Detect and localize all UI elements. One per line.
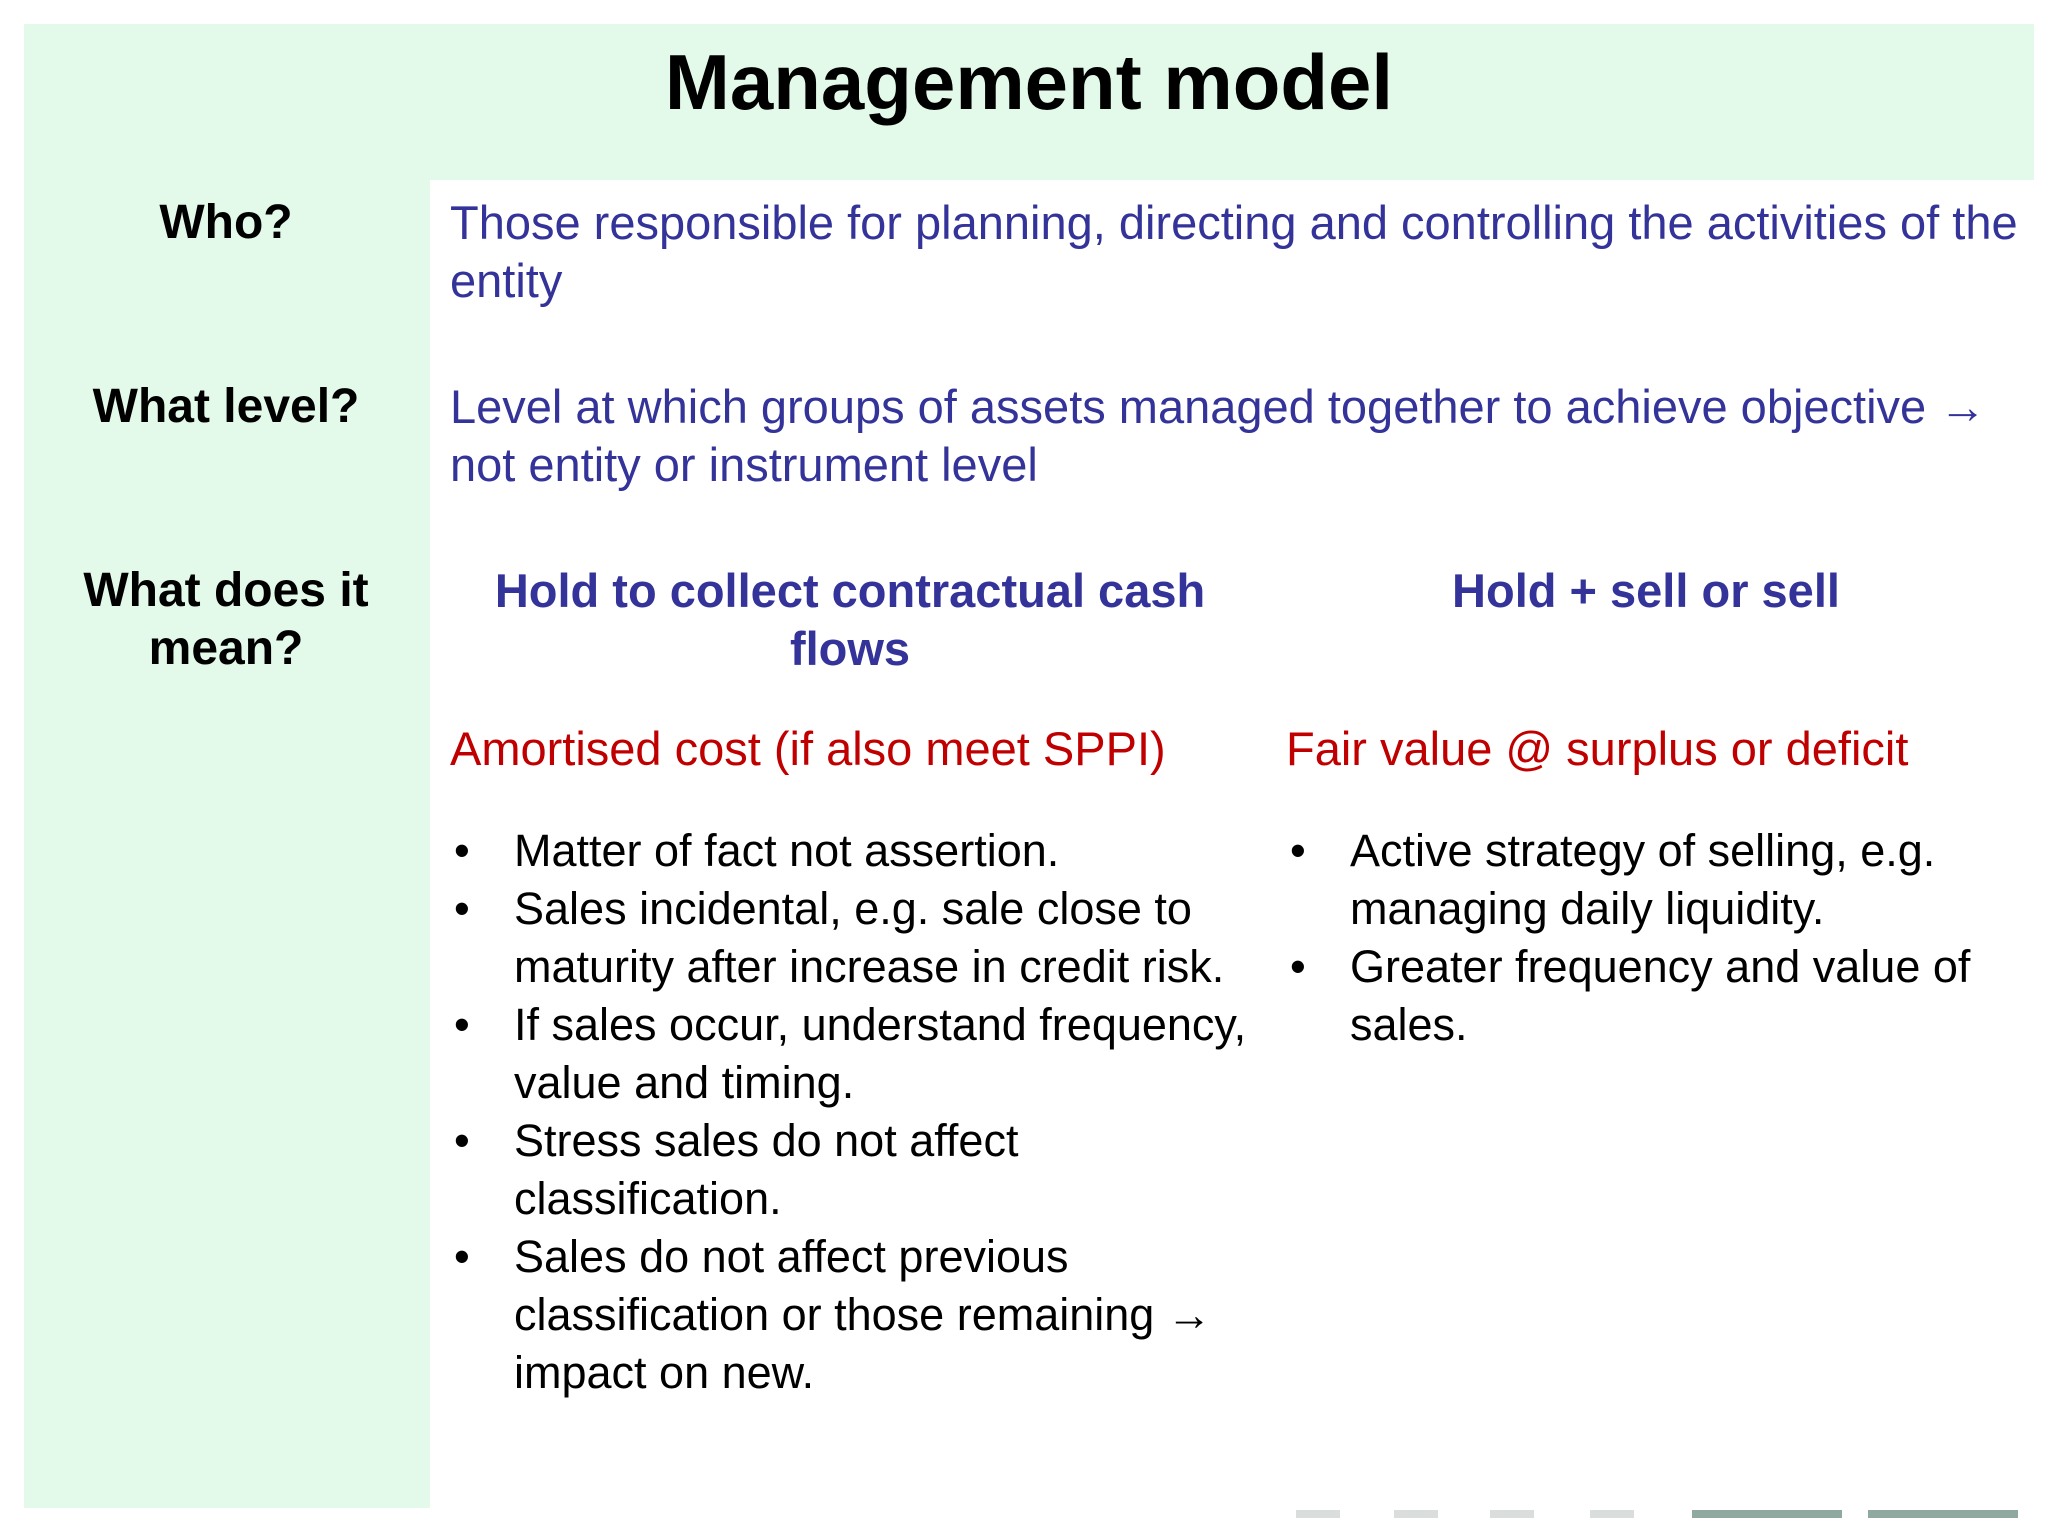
row-label-meaning: What does it mean? (83, 564, 369, 675)
progress-segment (1590, 1510, 1634, 1518)
bullet-list-hold-and-sell: • Active strategy of selling, e.g. managi… (1286, 822, 2026, 1054)
bullet-marker: • (454, 1231, 470, 1282)
bullet-marker: • (454, 999, 470, 1050)
bullet-text: Greater frequency and value of sales. (1350, 941, 1971, 1050)
progress-segment (1490, 1510, 1534, 1518)
progress-segment (1296, 1510, 1340, 1518)
row-text-who: Those responsible for planning, directin… (450, 196, 2018, 307)
label-column-band (24, 180, 430, 1508)
row-label-who: Who? (159, 196, 293, 249)
title-band (24, 24, 2034, 180)
column-measurement-amortised-cost: Amortised cost (if also meet SPPI) (450, 722, 1166, 775)
row-text-level: Level at which groups of assets managed … (450, 380, 1987, 491)
column-heading-hold-and-sell: Hold + sell or sell (1452, 564, 1840, 617)
bullet-text: Matter of fact not assertion. (514, 825, 1060, 876)
bullet-list-hold-to-collect: • Matter of fact not assertion. • Sales inc… (450, 822, 1260, 1402)
progress-segment (1394, 1510, 1438, 1518)
bullet-marker: • (454, 883, 470, 934)
bullet-item: • Matter of fact not assertion. (450, 822, 1260, 880)
bullet-item: • If sales occur, understand frequency, v… (450, 996, 1260, 1112)
bullet-text: Stress sales do not affect classificatio… (514, 1115, 1019, 1224)
bullet-marker: • (454, 825, 470, 876)
row-label-level: What level? (92, 380, 360, 433)
bullet-marker: • (1290, 825, 1306, 876)
bullet-item: • Sales do not affect previous classifica… (450, 1228, 1260, 1402)
progress-segment (1868, 1510, 2018, 1518)
bullet-item: • Active strategy of selling, e.g. managi… (1286, 822, 2026, 938)
bullet-marker: • (454, 1115, 470, 1166)
bullet-item: • Sales incidental, e.g. sale close to ma… (450, 880, 1260, 996)
progress-segment (1692, 1510, 1842, 1518)
bullet-item: • Greater frequency and value of sales. (1286, 938, 2026, 1054)
bullet-text: Active strategy of selling, e.g. managin… (1350, 825, 1936, 934)
column-measurement-fair-value: Fair value @ surplus or deficit (1286, 722, 1909, 775)
bullet-item: • Stress sales do not affect classificati… (450, 1112, 1260, 1228)
bullet-text: If sales occur, understand frequency, va… (514, 999, 1247, 1108)
slide-title: Management model (664, 38, 1394, 126)
bullet-text: Sales do not affect previous classificat… (514, 1231, 1212, 1398)
bullet-marker: • (1290, 941, 1306, 992)
column-heading-hold-to-collect: Hold to collect contractual cash flows (494, 564, 1206, 675)
bullet-text: Sales incidental, e.g. sale close to mat… (514, 883, 1225, 992)
